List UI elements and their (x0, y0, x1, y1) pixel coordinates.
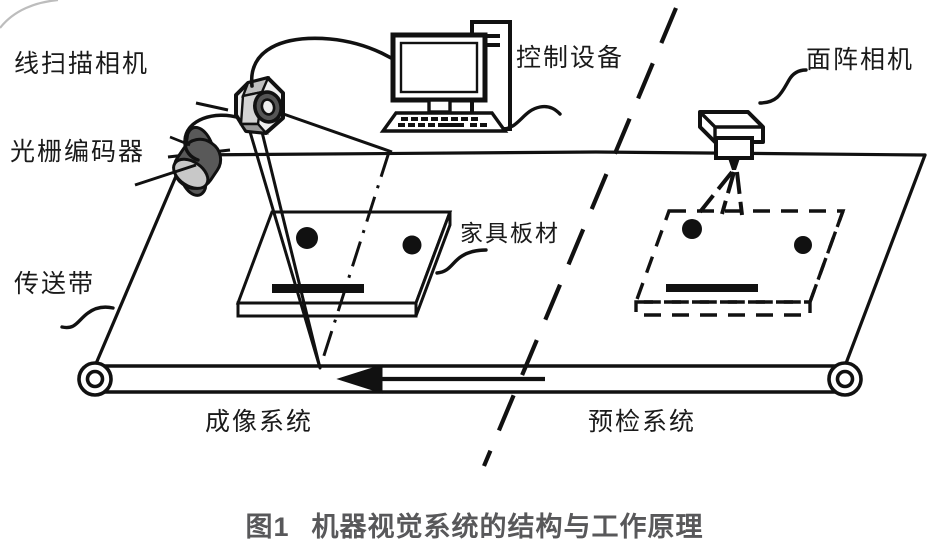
control-computer (379, 20, 512, 133)
control-equipment-leader (503, 104, 562, 131)
label-line-scan-camera: 线扫描相机 (14, 51, 150, 78)
panel-defect-dot (296, 227, 318, 249)
label-imaging-system: 成像系统 (205, 409, 314, 436)
panel-defect-dot (402, 235, 422, 255)
label-control-equipment: 控制设备 (516, 45, 625, 72)
figure-caption-number: 图1 (245, 512, 290, 542)
area-camera-leader (758, 68, 808, 105)
area-camera-beam (698, 170, 744, 216)
camera-to-computer-cable (249, 36, 414, 88)
scan-plane-centerline (318, 151, 391, 369)
platform-surface (93, 150, 927, 368)
panel-defect-dot (682, 219, 702, 239)
conveyor-belt (77, 361, 863, 397)
panel-defect-bar (272, 284, 364, 293)
line-scan-camera (234, 76, 285, 135)
figure-caption-title: 机器视觉系统的结构与工作原理 (311, 512, 704, 542)
conveyor-roller-right (827, 361, 863, 397)
label-furniture-panel: 家具板材 (460, 221, 560, 246)
furniture-panel-left (235, 210, 453, 318)
label-grating-encoder: 光栅编码器 (10, 139, 146, 166)
area-array-camera (698, 110, 765, 216)
grating-encoder (134, 125, 223, 197)
label-conveyor-belt: 传送带 (14, 271, 96, 298)
computer-keyboard (379, 111, 509, 133)
furniture-panel-leader (435, 248, 488, 275)
panel-defect-bar (666, 284, 758, 292)
figure-caption: 图1 机器视觉系统的结构与工作原理 (0, 505, 949, 544)
encoder-cable (183, 113, 242, 162)
belt-direction-arrow (336, 364, 545, 394)
conveyor-belt-leader (60, 305, 115, 330)
label-pre-inspection-system: 预检系统 (588, 409, 697, 436)
computer-monitor (390, 32, 488, 114)
line-scan-beam (246, 124, 322, 370)
conveyor-roller-left (77, 361, 113, 397)
furniture-panel-right (633, 209, 846, 317)
panel-defect-dot (794, 236, 812, 254)
label-area-array-camera: 面阵相机 (806, 47, 915, 74)
system-divider (482, 7, 678, 467)
page-corner-arc (0, 0, 59, 29)
